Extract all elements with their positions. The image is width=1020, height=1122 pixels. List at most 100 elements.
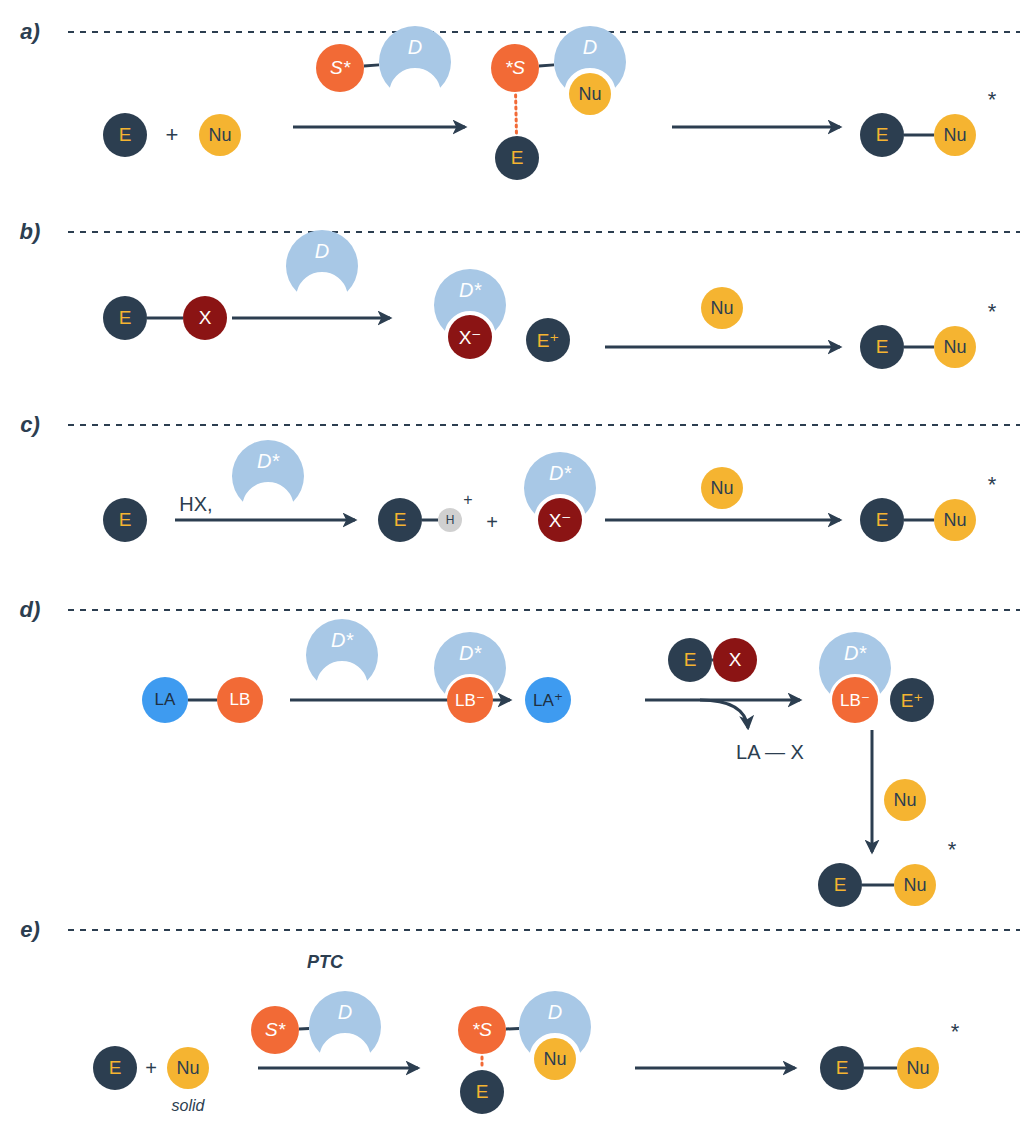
- species-label: *S: [472, 1019, 492, 1041]
- species-label: Nu: [906, 1058, 929, 1079]
- species-label: S*: [330, 57, 350, 79]
- section-label: d): [20, 597, 41, 623]
- species-label: E: [834, 874, 847, 896]
- electrophile-circle: E: [460, 1070, 504, 1114]
- leaving-group-circle: X⁻: [538, 498, 582, 542]
- species-label: Nu: [943, 510, 966, 531]
- electrophile-circle: E⁺: [526, 318, 570, 362]
- species-label: E: [511, 147, 524, 169]
- lewis-base-circle: LB: [217, 677, 263, 723]
- donor-crescent: D: [375, 24, 455, 96]
- species-label: E: [109, 1057, 122, 1079]
- species-label: E⁺: [901, 689, 924, 712]
- donor-crescent: D*: [228, 438, 308, 510]
- species-label: D*: [302, 629, 382, 652]
- electrophile-circle: E: [378, 498, 422, 542]
- electrophile-circle: E: [93, 1046, 137, 1090]
- electrophile-circle: E: [818, 863, 862, 907]
- chiral-star: *: [988, 472, 997, 498]
- nucleophile-circle: Nu: [701, 287, 743, 329]
- chiral-star: *: [951, 1019, 960, 1045]
- bond-line: [506, 1027, 519, 1031]
- crescent-shape: [282, 228, 362, 300]
- electrophile-circle: E: [103, 296, 147, 340]
- species-label: D: [515, 1001, 595, 1024]
- species-label: X: [199, 307, 212, 329]
- catalyst-label: PTC: [307, 952, 343, 973]
- species-label: LB: [230, 690, 251, 710]
- species-label: E: [684, 649, 697, 671]
- section-divider: [68, 32, 1020, 930]
- nucleophile-circle: Nu: [934, 114, 976, 156]
- species-label: Nu: [710, 298, 733, 319]
- bond-line: [864, 1067, 897, 1070]
- lewis-base-circle: LB⁻: [447, 677, 493, 723]
- species-label: S*: [265, 1019, 285, 1041]
- charge-sign: +: [463, 491, 472, 509]
- crescent-shape: [305, 989, 385, 1061]
- species-label: E: [836, 1057, 849, 1079]
- species-label: Nu: [893, 790, 916, 811]
- species-label: E: [394, 509, 407, 531]
- electrophile-circle: E: [103, 113, 147, 157]
- leaving-group-circle: X⁻: [448, 315, 492, 359]
- electrophile-circle: E: [495, 136, 539, 180]
- nucleophile-circle: Nu: [167, 1047, 209, 1089]
- stereo-unit-circle: *S: [491, 44, 539, 92]
- nucleophile-circle: Nu: [701, 467, 743, 509]
- lewis-acid-circle: LA: [142, 677, 188, 723]
- nucleophile-circle: Nu: [569, 73, 611, 115]
- reaction-arrow: [175, 127, 872, 1068]
- plus-sign: +: [145, 1057, 157, 1080]
- species-label: D*: [430, 279, 510, 302]
- interaction-line: [481, 1057, 484, 1067]
- nucleophile-circle: Nu: [199, 114, 241, 156]
- species-label: X⁻: [549, 509, 572, 532]
- nucleophile-circle: Nu: [897, 1047, 939, 1089]
- bond-line: [364, 65, 379, 66]
- bond-line: [862, 884, 894, 887]
- species-label: X⁻: [459, 326, 482, 349]
- stereo-unit-circle: S*: [316, 44, 364, 92]
- electrophile-circle: E: [860, 113, 904, 157]
- species-label: D: [282, 240, 362, 263]
- species-label: E⁺: [537, 329, 560, 352]
- species-label: Nu: [943, 125, 966, 146]
- species-label: H: [446, 513, 455, 527]
- nucleophile-circle: Nu: [894, 864, 936, 906]
- species-label: D*: [430, 642, 510, 665]
- species-label: D: [375, 36, 455, 59]
- chiral-star: *: [988, 299, 997, 325]
- plus-sign: +: [486, 511, 498, 534]
- crescent-shape: [228, 438, 308, 510]
- species-label: LA⁺: [533, 690, 563, 711]
- bond-line: [904, 134, 934, 137]
- species-label: D*: [228, 450, 308, 473]
- electrophile-circle: E: [860, 325, 904, 369]
- species-label: Nu: [710, 478, 733, 499]
- species-label: Nu: [176, 1058, 199, 1079]
- electrophile-circle: E: [820, 1046, 864, 1090]
- reagent-label: HX,: [179, 493, 212, 516]
- species-label: D*: [520, 462, 600, 485]
- species-label: *S: [505, 57, 525, 79]
- species-label: E: [876, 336, 889, 358]
- species-label: LA: [155, 690, 176, 710]
- proton-circle: H: [438, 508, 462, 532]
- crescent-shape: [302, 617, 382, 689]
- electrophile-circle: E: [103, 498, 147, 542]
- electrophile-circle: E⁺: [890, 678, 934, 722]
- electrophile-circle: E: [860, 498, 904, 542]
- nucleophile-circle: Nu: [934, 326, 976, 368]
- nucleophile-circle: Nu: [534, 1038, 576, 1080]
- species-label: Nu: [208, 125, 231, 146]
- interaction-line: [514, 95, 518, 133]
- donor-crescent: D: [305, 989, 385, 1061]
- chiral-star: *: [988, 87, 997, 113]
- species-label: Nu: [578, 84, 601, 105]
- section-label: c): [20, 412, 40, 438]
- donor-crescent: D*: [302, 617, 382, 689]
- stereo-unit-circle: *S: [458, 1006, 506, 1054]
- species-label: LB⁻: [455, 690, 485, 711]
- donor-crescent: D: [282, 228, 362, 300]
